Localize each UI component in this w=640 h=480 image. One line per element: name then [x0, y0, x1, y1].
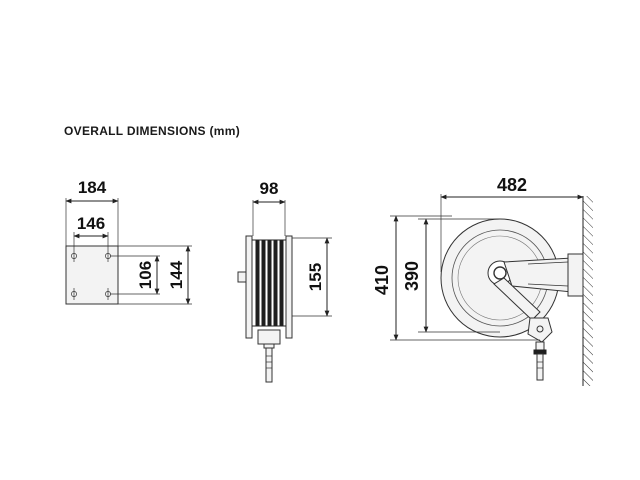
- reel-front-view: 482 410 390: [372, 175, 593, 386]
- page-title: OVERALL DIMENSIONS (mm): [64, 124, 241, 138]
- dimension-bracket-width: 184: [65, 178, 119, 246]
- reel-side-view: 98 155: [237, 179, 332, 383]
- dimension-reel-length: 482: [440, 175, 584, 272]
- dim-label-146: 146: [77, 214, 105, 233]
- reel-side-body: [237, 235, 293, 383]
- dimension-reel-height: 410: [372, 215, 540, 341]
- dimension-bracket-height: 144: [118, 245, 192, 305]
- bracket-plate: [65, 245, 119, 305]
- dim-label-144: 144: [167, 260, 186, 289]
- dim-label-482: 482: [497, 175, 527, 195]
- bracket-view: 184 146 106 144: [65, 178, 192, 305]
- dimension-reel-drum-diameter: 390: [402, 218, 500, 333]
- dim-label-98: 98: [260, 179, 279, 198]
- dimension-reel-depth: 98: [252, 179, 286, 236]
- mounting-hole-top-left: [71, 250, 77, 262]
- dim-label-410: 410: [372, 265, 392, 295]
- dimension-bracket-hole-height: 106: [110, 255, 160, 295]
- dim-label-184: 184: [78, 178, 107, 197]
- wall-hatched: [582, 196, 593, 386]
- dimension-bracket-hole-spacing: 146: [73, 214, 109, 250]
- mounting-hole-bottom-left: [71, 288, 77, 300]
- reel-front-body: [440, 218, 584, 381]
- dim-label-390: 390: [402, 261, 422, 291]
- dim-label-155: 155: [306, 263, 325, 291]
- dim-label-106: 106: [136, 261, 155, 289]
- dimension-reel-drum-height: 155: [292, 237, 332, 317]
